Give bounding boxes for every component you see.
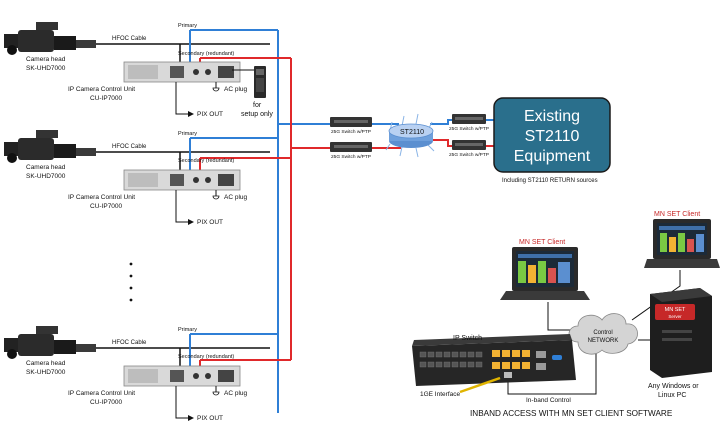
ac-plug-icon <box>212 391 220 396</box>
camera-model: SK-UHD7000 <box>26 173 66 180</box>
ac-plug-label: AC plug <box>224 390 248 397</box>
camera-label: Camera head <box>26 164 66 171</box>
ac-plug-label: AC plug <box>224 86 248 93</box>
mn-set-client-label-2: MN SET Client <box>654 211 700 218</box>
switch-primary-right <box>452 114 486 124</box>
server-label-line1: MN SET <box>665 307 686 313</box>
ccu-label: IP Camera Control Unit <box>68 86 135 93</box>
ac-plug-label: AC plug <box>224 194 248 201</box>
ccu-model: CU-IP7000 <box>90 203 123 210</box>
existing-line1: Existing <box>524 108 580 125</box>
switch-primary-left <box>330 117 372 127</box>
mn-set-server-tower <box>650 288 712 378</box>
existing-line2: ST2110 <box>525 128 580 145</box>
inband-label: In-band Control <box>526 397 571 404</box>
st2110-label: ST2110 <box>400 129 424 136</box>
secondary-label: Secondary (redundant) <box>178 354 234 360</box>
camera-group-3: Camera head SK-UHD7000 HFOC Cable Primar… <box>4 326 291 422</box>
switch-label-2: 25G Switch w/PTP <box>331 154 371 160</box>
cable-label: HFOC Cable <box>112 144 147 150</box>
server-caption-line2: Linux PC <box>658 392 686 399</box>
camera-model: SK-UHD7000 <box>26 65 66 72</box>
control-network-cloud: Control NETWORK <box>568 313 638 355</box>
camera-model: SK-UHD7000 <box>26 369 66 376</box>
existing-caption: Including ST2110 RETURN sources <box>502 178 598 184</box>
camera-group-2: Camera head SK-UHD7000 HFOC Cable Primar… <box>4 130 291 226</box>
ccu-unit-icon <box>123 365 241 387</box>
existing-line3: Equipment <box>514 148 591 165</box>
more-cameras-ellipsis <box>129 262 133 302</box>
switch-secondary-left <box>330 142 372 152</box>
setup-label-line2: setup only <box>241 111 273 118</box>
control-network-line1: Control <box>593 330 612 336</box>
camera-head-icon <box>4 22 96 55</box>
switch-label-3: 25G Switch w/PTP <box>449 126 489 132</box>
interface-pointer <box>459 376 501 394</box>
setup-label-line1: for <box>253 102 262 109</box>
camera-group-1: Camera head SK-UHD7000 HFOC Cable Primar… <box>4 22 291 118</box>
pix-out-label: PIX OUT <box>197 415 223 422</box>
secondary-label: Secondary (redundant) <box>178 158 234 164</box>
mn-set-client-label-1: MN SET Client <box>519 239 565 246</box>
pix-out-label: PIX OUT <box>197 219 223 226</box>
ip-switch-label: IP Switch <box>453 335 482 342</box>
ccu-model: CU-IP7000 <box>90 399 123 406</box>
bottom-caption: INBAND ACCESS WITH MN SET CLIENT SOFTWAR… <box>470 409 673 418</box>
st2110-network-icon: ST2110 <box>385 113 435 158</box>
pix-out-label: PIX OUT <box>197 111 223 118</box>
existing-equipment-box: Existing ST2110 Equipment <box>493 97 611 173</box>
ccu-label: IP Camera Control Unit <box>68 390 135 397</box>
remote-panel-icon <box>232 66 266 98</box>
camera-label: Camera head <box>26 360 66 367</box>
secondary-label: Secondary (redundant) <box>178 51 234 57</box>
interface-label: 1GE Interface <box>420 391 460 398</box>
secondary-backbone <box>290 58 494 360</box>
ac-plug-icon <box>212 195 220 200</box>
server-caption-line1: Any Windows or <box>648 383 699 390</box>
cable-label: HFOC Cable <box>112 340 147 346</box>
switch-secondary-right <box>452 140 486 150</box>
primary-label: Primary <box>178 23 197 29</box>
cable-label: HFOC Cable <box>112 36 147 42</box>
camera-label: Camera head <box>26 56 66 63</box>
ip-switch-device <box>412 334 576 386</box>
primary-backbone <box>277 30 494 413</box>
ccu-unit-icon <box>123 61 241 83</box>
mn-set-client-laptop-2 <box>644 219 720 268</box>
ac-plug-icon <box>212 87 220 92</box>
mn-set-client-laptop-1 <box>500 247 590 300</box>
control-network-line2: NETWORK <box>588 338 619 344</box>
camera-head-icon <box>4 326 96 359</box>
ccu-model: CU-IP7000 <box>90 95 123 102</box>
primary-label: Primary <box>178 131 197 137</box>
ccu-label: IP Camera Control Unit <box>68 194 135 201</box>
server-label-line2: Server <box>668 314 682 319</box>
switch-label-1: 25G Switch w/PTP <box>331 129 371 135</box>
primary-label: Primary <box>178 327 197 333</box>
ccu-unit-icon <box>123 169 241 191</box>
camera-head-icon <box>4 130 96 163</box>
switch-label-4: 25G Switch w/PTP <box>449 152 489 158</box>
